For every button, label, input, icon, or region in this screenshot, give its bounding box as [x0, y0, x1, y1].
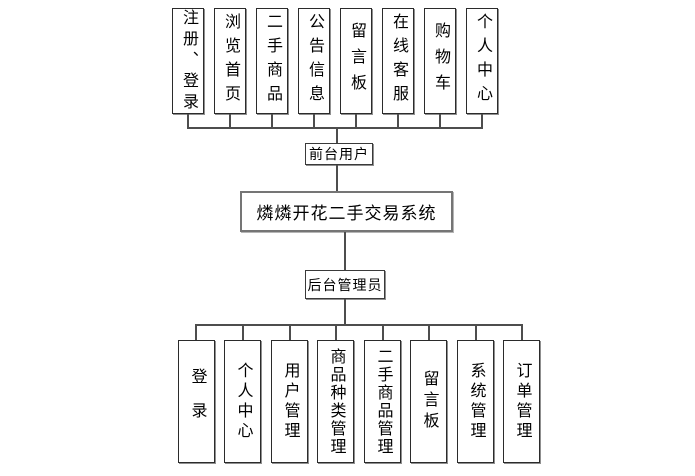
connector-line [344, 232, 346, 270]
front-item-register-login: 注册、登录 [172, 8, 204, 114]
system-title: 燐燐开花二手交易系统 [256, 204, 437, 223]
connector-line [397, 114, 399, 127]
back-item-message-board: 留言板 [410, 340, 447, 463]
front-item-message-board: 留言板 [340, 8, 372, 114]
back-item-goods-category-management: 商品种类管理 [317, 340, 354, 463]
front-item-label: 购物车 [432, 22, 449, 100]
back-item-label: 登录 [188, 367, 206, 436]
back-item-label: 系统管理 [467, 361, 485, 442]
connector-line [344, 299, 346, 324]
back-item-label: 二手商品管理 [374, 347, 392, 456]
back-item-label: 商品种类管理 [327, 347, 345, 456]
connector-line [439, 114, 441, 127]
back-item-label: 订单管理 [513, 361, 531, 442]
bus-line-front [187, 127, 483, 129]
connector-line [336, 129, 338, 143]
front-item-label: 公告信息 [306, 13, 323, 109]
back-item-order-management: 订单管理 [503, 340, 540, 463]
connector-line [475, 326, 477, 340]
front-item-personal-center: 个人中心 [466, 8, 498, 114]
front-item-announcement-info: 公告信息 [298, 8, 330, 114]
front-item-label: 在线客服 [390, 13, 407, 109]
front-item-label: 二手商品 [264, 13, 281, 109]
back-item-label: 个人中心 [234, 361, 252, 442]
connector-line [355, 114, 357, 127]
front-item-shopping-cart: 购物车 [424, 8, 456, 114]
front-role-label: 前台用户 [309, 148, 369, 163]
connector-line [229, 114, 231, 127]
front-item-browse-home: 浏览首页 [214, 8, 246, 114]
back-role-label: 后台管理员 [307, 278, 383, 294]
connector-line [382, 326, 384, 340]
front-item-label: 浏览首页 [222, 13, 239, 109]
connector-line [521, 326, 523, 340]
connector-line [187, 114, 189, 127]
back-item-label: 用户管理 [281, 361, 299, 442]
front-role-box: 前台用户 [305, 143, 373, 165]
back-item-system-management: 系统管理 [457, 340, 494, 463]
front-item-label: 留言板 [348, 22, 365, 100]
back-item-secondhand-goods-management: 二手商品管理 [364, 340, 401, 463]
connector-line [289, 326, 291, 340]
back-item-personal-center: 个人中心 [224, 340, 261, 463]
front-item-label: 注册、登录 [180, 8, 197, 114]
back-role-box: 后台管理员 [305, 270, 385, 299]
front-item-secondhand-goods: 二手商品 [256, 8, 288, 114]
back-item-user-management: 用户管理 [271, 340, 308, 463]
back-item-login: 登录 [178, 340, 215, 463]
connector-line [481, 114, 483, 127]
system-title-box: 燐燐开花二手交易系统 [240, 191, 453, 232]
bus-line-back [195, 324, 523, 326]
connector-line [195, 326, 197, 340]
connector-line [335, 326, 337, 340]
front-item-label: 个人中心 [474, 13, 491, 109]
back-item-label: 留言板 [420, 370, 438, 433]
connector-line [313, 114, 315, 127]
connector-line [242, 326, 244, 340]
connector-line [428, 326, 430, 340]
connector-line [271, 114, 273, 127]
connector-line [336, 165, 338, 191]
front-item-online-service: 在线客服 [382, 8, 414, 114]
